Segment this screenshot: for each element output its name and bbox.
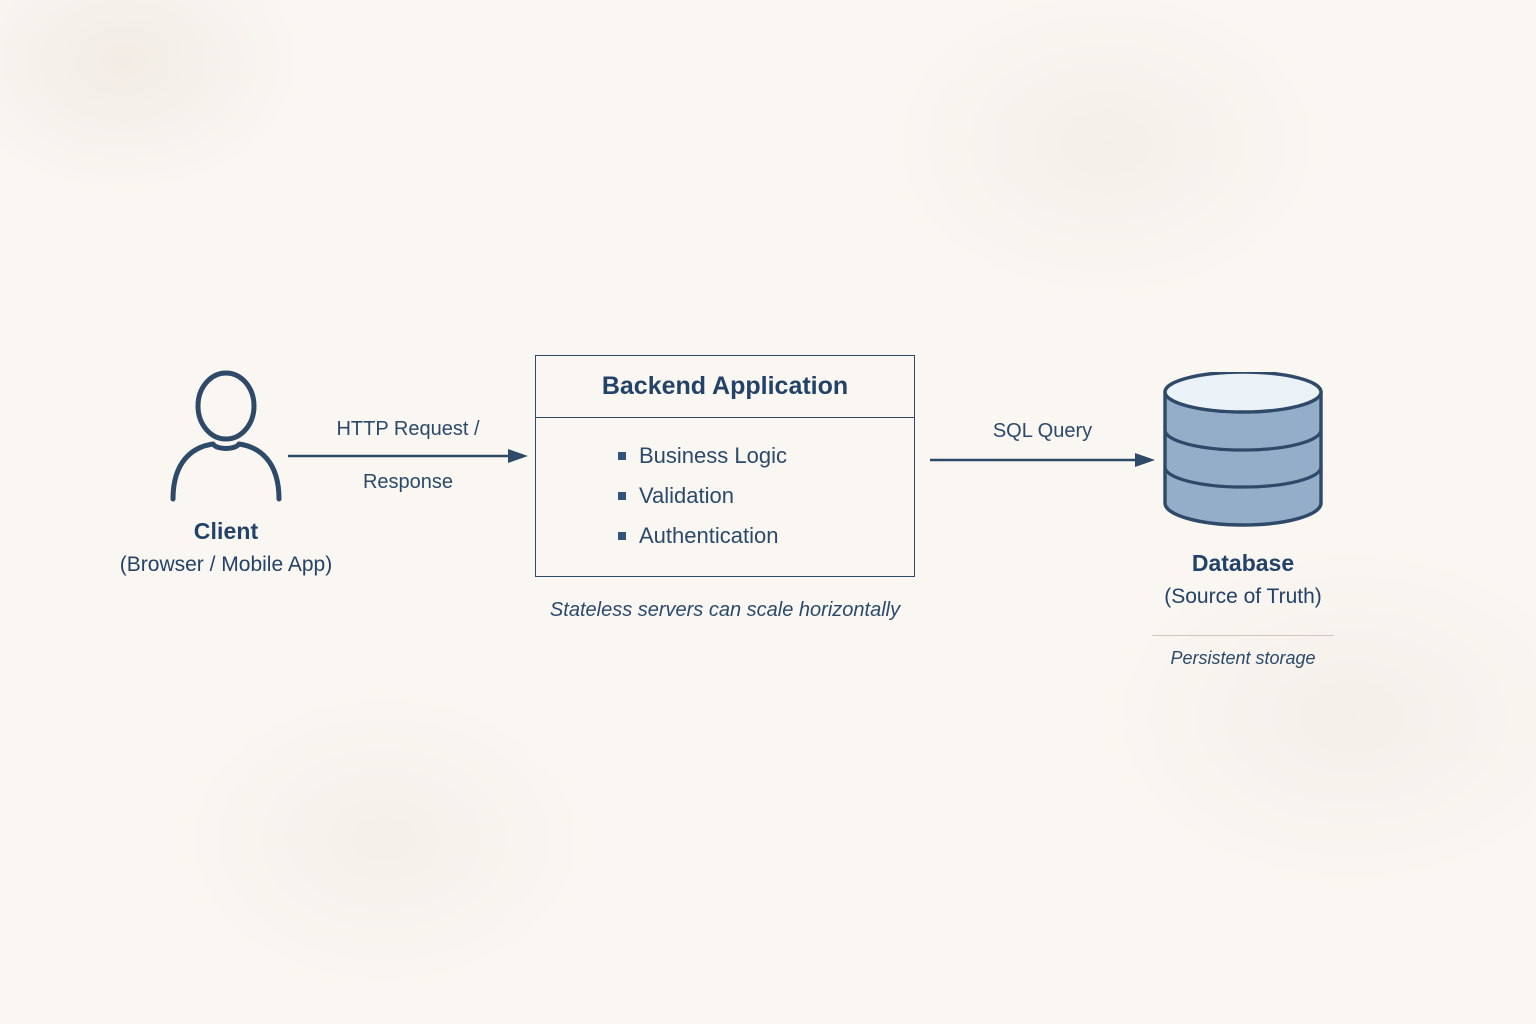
feature-label: Authentication — [639, 523, 779, 548]
feature-label: Business Logic — [639, 443, 787, 468]
backend-feature-list: Business Logic Validation Authentication — [536, 418, 914, 576]
database-cylinder-icon — [1163, 372, 1323, 527]
database-node: Database (Source of Truth) Persistent st… — [1125, 372, 1361, 669]
client-node: Client (Browser / Mobile App) — [96, 370, 356, 577]
backend-header: Backend Application — [536, 356, 914, 418]
backend-title: Backend Application — [601, 372, 849, 400]
user-icon — [170, 370, 282, 502]
database-icon-wrap — [1125, 372, 1361, 528]
database-title: Database — [1191, 550, 1295, 576]
backend-caption: Stateless servers can scale horizontally — [549, 599, 901, 621]
arrow-backend-to-database: SQL Query — [930, 420, 1155, 468]
database-subtitle: (Source of Truth) — [1164, 585, 1322, 608]
bullet-square-icon — [618, 532, 626, 540]
arrow-right-icon — [930, 453, 1155, 467]
database-note: Persistent storage — [1170, 648, 1316, 668]
list-item: Validation — [536, 476, 914, 516]
arrow-client-to-backend: HTTP Request / Response — [288, 418, 528, 494]
bullet-square-icon — [618, 452, 626, 460]
backend-box: Backend Application Business Logic Valid… — [535, 355, 915, 577]
database-divider — [1152, 635, 1334, 636]
client-subtitle: (Browser / Mobile App) — [119, 553, 333, 576]
list-item: Authentication — [536, 516, 914, 556]
bullet-square-icon — [618, 492, 626, 500]
arrow-sql-label: SQL Query — [992, 420, 1093, 442]
list-item: Business Logic — [536, 436, 914, 476]
client-icon-wrap — [96, 370, 356, 510]
backend-node: Backend Application Business Logic Valid… — [535, 355, 915, 622]
arrow-http-top-label: HTTP Request / — [336, 418, 480, 440]
feature-label: Validation — [639, 483, 734, 508]
client-title: Client — [193, 518, 259, 544]
arrow-http-bottom-label: Response — [362, 471, 454, 493]
arrow-right-icon — [288, 449, 528, 463]
